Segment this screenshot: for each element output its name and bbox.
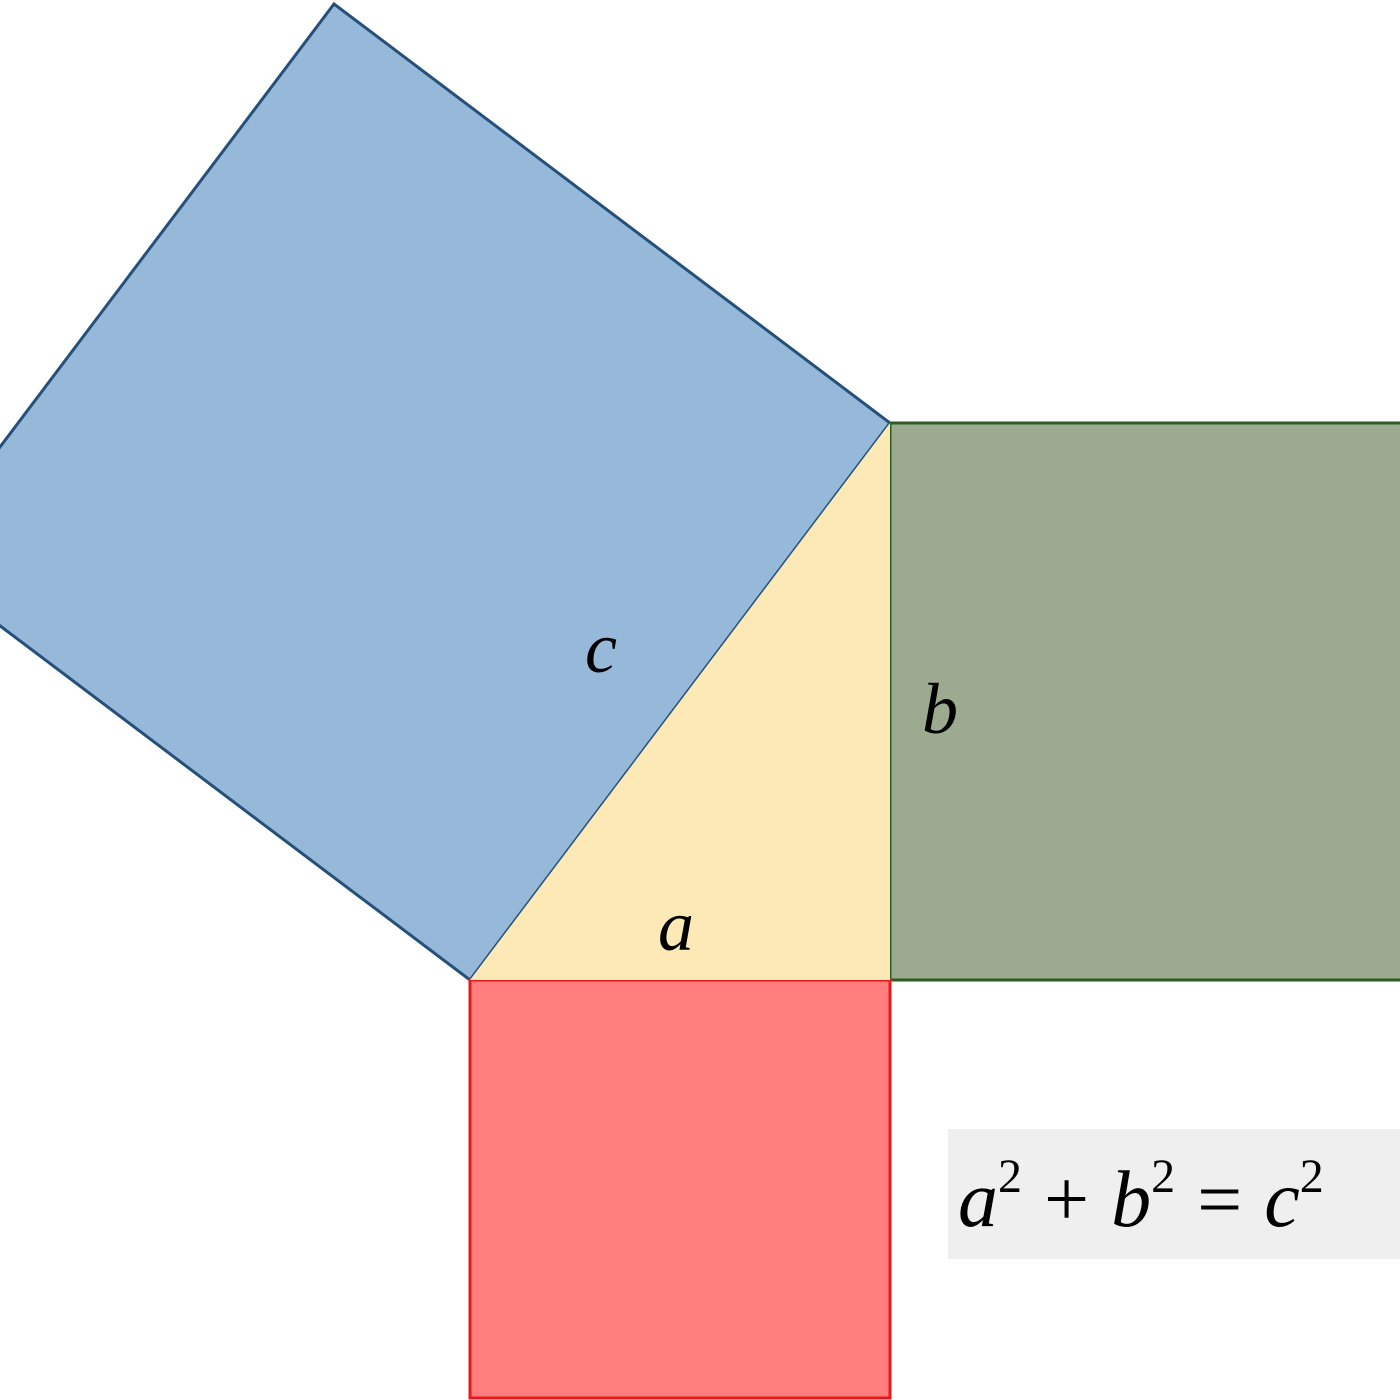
formula-term1-var: a [958,1156,998,1244]
formula-term2-var: b [1111,1156,1151,1244]
formula-plus: + [1044,1156,1089,1244]
label-side-c: c [585,608,617,688]
label-side-a: a [658,886,694,966]
right-triangle [470,423,890,980]
formula-term3-exp: 2 [1300,1150,1324,1203]
formula-equals: = [1197,1156,1242,1244]
formula-term1-exp: 2 [998,1150,1022,1203]
formula-box: a2+b2=c2 [948,1129,1400,1259]
square-a [468,978,892,1400]
label-side-b: b [922,669,958,749]
square-b [888,421,1400,982]
formula-term2-exp: 2 [1151,1150,1175,1203]
formula-term3-var: c [1264,1156,1300,1244]
formula-background [948,1129,1400,1259]
formula-text: a2+b2=c2 [958,1150,1324,1244]
